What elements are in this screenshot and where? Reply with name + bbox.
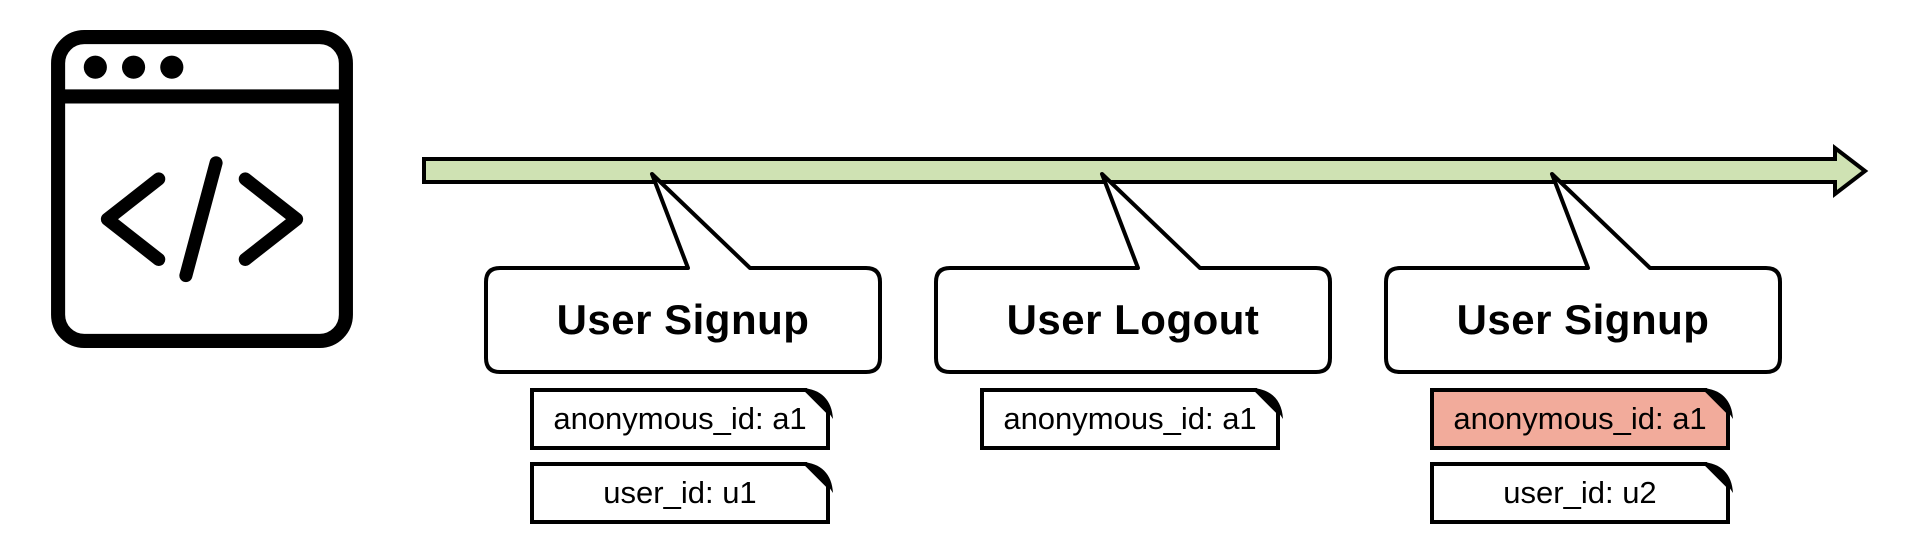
- folded-corner-icon: [1702, 388, 1733, 419]
- folded-corner-icon: [802, 462, 833, 493]
- event-title: User Signup: [1456, 296, 1710, 343]
- browser-titlebar-dots: [83, 55, 184, 79]
- note-anonymous-id: anonymous_id: a1: [980, 388, 1292, 450]
- event-callout-bubble: [484, 172, 882, 374]
- event-group-logout: User Logout anonymous_id: a1: [932, 172, 1334, 527]
- note-user-id: user_id: u2: [1430, 462, 1742, 524]
- note-shape: [530, 388, 833, 450]
- note-anonymous-id: anonymous_id: a1: [530, 388, 842, 450]
- note-text: user_id: u1: [603, 475, 757, 510]
- note-text: anonymous_id: a1: [1453, 401, 1707, 436]
- folded-corner-icon: [1252, 388, 1283, 419]
- note-text: user_id: u2: [1503, 475, 1657, 510]
- event-callout-bubble: [1384, 172, 1782, 374]
- note-shape: [530, 462, 833, 524]
- note-text: anonymous_id: a1: [553, 401, 807, 436]
- browser-frame: [51, 30, 353, 348]
- browser-window-code-icon: [51, 30, 353, 348]
- folded-corner-icon: [802, 388, 833, 419]
- note-anonymous-id-highlighted: anonymous_id: a1: [1430, 388, 1742, 450]
- note-user-id: user_id: u1: [530, 462, 842, 524]
- note-shape: [1430, 388, 1733, 450]
- event-group-signup-2: User Signup anonymous_id: a1 user_id: u2: [1382, 172, 1784, 527]
- event-title: User Logout: [1006, 296, 1260, 343]
- note-text: anonymous_id: a1: [1003, 401, 1257, 436]
- note-shape: [1430, 462, 1733, 524]
- event-title: User Signup: [556, 296, 810, 343]
- event-callout-bubble: [934, 172, 1332, 374]
- folded-corner-icon: [1702, 462, 1733, 493]
- event-group-signup-1: User Signup anonymous_id: a1 user_id: u1: [482, 172, 884, 527]
- note-shape: [980, 388, 1283, 450]
- code-glyph: [100, 156, 304, 283]
